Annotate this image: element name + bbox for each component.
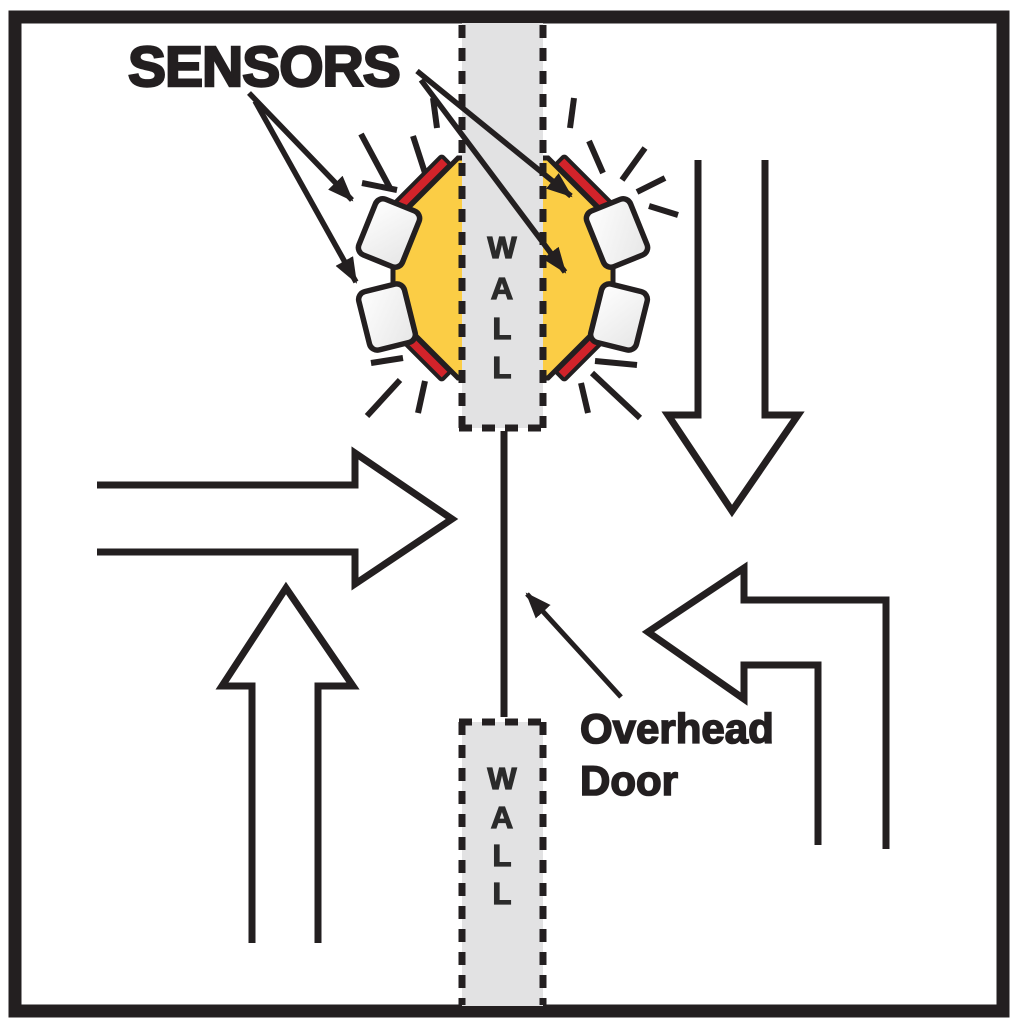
overhead-door-label-line2: Door	[580, 757, 678, 804]
arrow-down	[661, 160, 805, 518]
shine-line	[364, 377, 403, 419]
sensor-pointer-arrows	[247, 68, 573, 284]
shine-line	[415, 380, 428, 414]
sensor-boxes	[355, 196, 651, 353]
arrow-right	[97, 446, 459, 591]
shine-line	[430, 97, 440, 129]
wall-bottom-fill	[462, 722, 543, 1006]
wall-letter: W	[487, 761, 517, 796]
wall-letter: L	[493, 876, 512, 911]
wall-letter: L	[493, 350, 512, 385]
traffic-arrows	[97, 160, 890, 943]
sensor-box-upper-left	[355, 196, 423, 270]
shine-line	[635, 175, 667, 195]
sensors-title: SENSORS	[128, 35, 400, 99]
emission-lines	[358, 97, 679, 421]
shine-line	[567, 97, 577, 129]
pointer-arrow-lower-right-sensor	[418, 78, 568, 274]
shine-line	[370, 355, 404, 366]
shine-line	[361, 180, 398, 193]
door-pointer-arrow	[525, 592, 623, 699]
sensor-box-upper-right	[583, 196, 651, 270]
overhead-door-label-line1: Overhead	[580, 705, 774, 752]
wall-top-dashed-border	[458, 25, 547, 432]
pointer-arrow-lower-left-sensor	[252, 99, 359, 284]
wall-letter: A	[491, 271, 513, 306]
pointer-arrow-upper-right-sensor	[415, 68, 573, 199]
wall-bottom: W A L L	[458, 718, 547, 1006]
shine-line	[648, 203, 679, 218]
shine-line	[578, 382, 591, 414]
overhead-door-label: Overhead Door	[579, 704, 774, 805]
shine-line	[619, 146, 648, 182]
arrow-up	[215, 581, 360, 943]
wall-letter: W	[487, 230, 517, 265]
arrow-left-bent	[641, 561, 890, 849]
wall-bottom-dashed-border	[458, 718, 547, 1005]
shine-line	[410, 135, 428, 174]
pointer-arrow-upper-left-sensor	[247, 91, 354, 202]
wall-letter: A	[491, 800, 513, 835]
wall-letter: L	[493, 311, 512, 346]
shine-line	[594, 358, 638, 368]
shine-line	[589, 370, 643, 421]
wall-letter: L	[493, 838, 512, 873]
shine-line	[586, 139, 606, 175]
shine-line	[358, 132, 393, 190]
sensor-box-lower-left	[355, 281, 419, 353]
wall-bottom-label: W A L L	[487, 760, 518, 911]
wall-top-label: W A L L	[487, 229, 518, 385]
sensor-box-lower-right	[587, 281, 651, 353]
